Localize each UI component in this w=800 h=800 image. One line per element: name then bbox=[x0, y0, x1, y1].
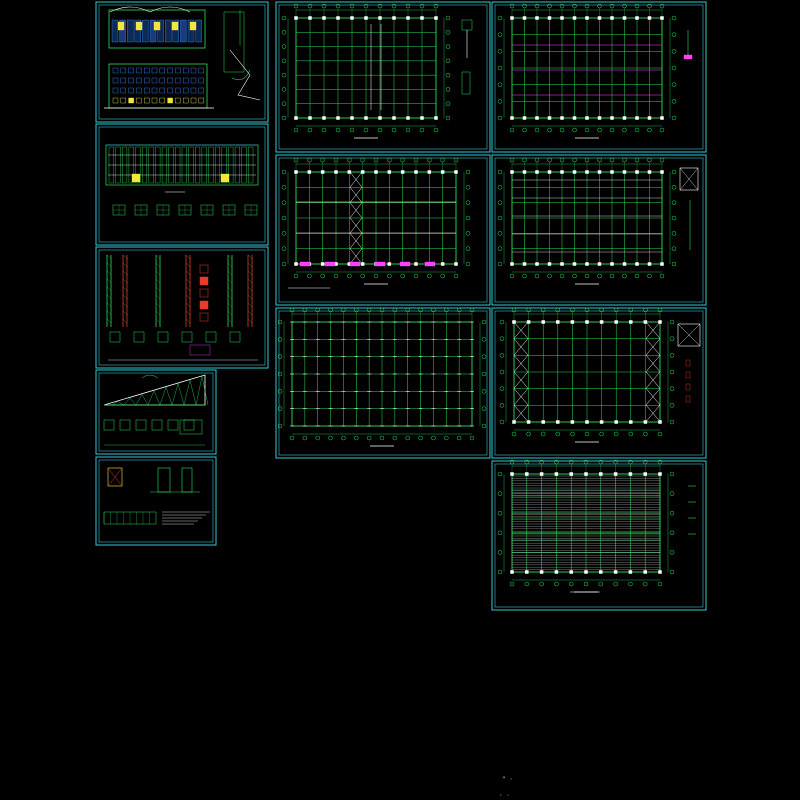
sheet-elevations-2[interactable] bbox=[95, 123, 269, 246]
sheet-foundation-notes[interactable] bbox=[95, 456, 217, 546]
sheet-plan-bracing[interactable] bbox=[275, 154, 491, 306]
sheet-column-details[interactable] bbox=[95, 246, 269, 369]
sheet-plan-framing[interactable] bbox=[275, 307, 491, 459]
footer-mark-1: " · bbox=[502, 776, 513, 783]
footer-mark-2: · · bbox=[499, 792, 510, 799]
sheet-plan-roof[interactable] bbox=[491, 1, 707, 153]
sheet-plan-cladding[interactable] bbox=[491, 459, 707, 611]
sheet-plan-roof-bracing[interactable] bbox=[491, 307, 707, 459]
sheet-truss[interactable] bbox=[95, 369, 217, 455]
sheet-plan-purlins[interactable] bbox=[491, 154, 707, 306]
sheet-elevations-1[interactable] bbox=[95, 1, 269, 123]
sheet-plan-columns[interactable] bbox=[275, 1, 491, 153]
